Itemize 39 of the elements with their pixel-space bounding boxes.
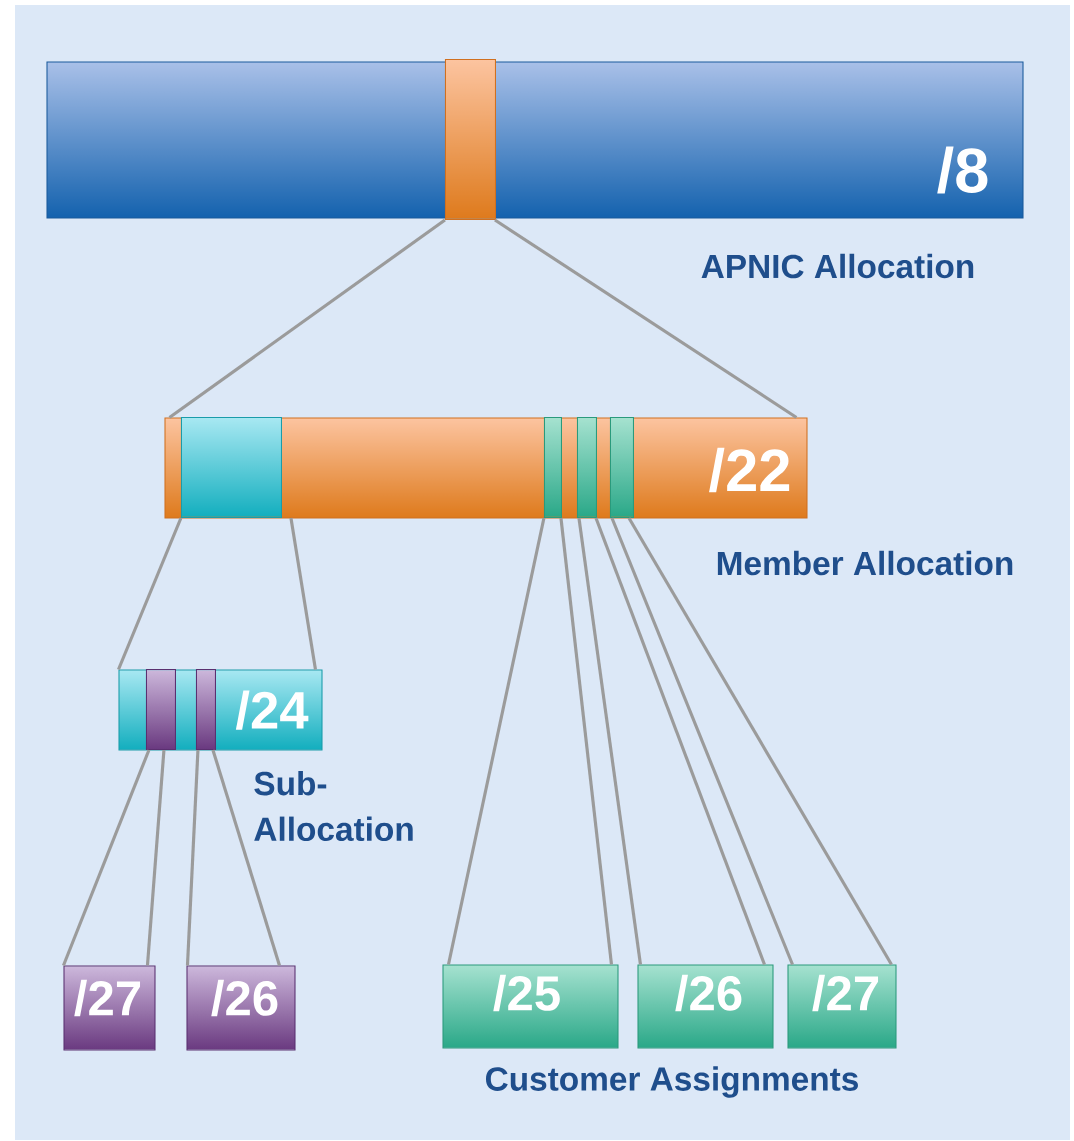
connector-line — [610, 517, 794, 966]
address-bar — [637, 964, 774, 1049]
bar-label: /26 — [211, 979, 278, 1017]
address-bar — [787, 964, 897, 1049]
bar-label: /27 — [74, 979, 141, 1017]
address-segment — [145, 668, 176, 750]
bar-label: /8 — [937, 146, 988, 194]
connector-line — [446, 517, 546, 965]
connector-line — [62, 749, 151, 967]
connector-line — [145, 749, 166, 966]
section-label: APNIC Allocation — [701, 253, 974, 279]
connector-line — [289, 517, 318, 670]
section-label: Member Allocation — [717, 550, 1013, 576]
address-bar — [442, 964, 619, 1049]
connector-line — [577, 517, 643, 965]
address-segment — [576, 416, 597, 518]
connector-line — [185, 749, 200, 966]
address-segment — [444, 58, 496, 220]
bar-label: /22 — [709, 447, 790, 493]
connector-line — [559, 517, 614, 965]
connector-line — [627, 517, 893, 966]
address-segment — [195, 668, 216, 750]
bar-label: /24 — [235, 690, 309, 730]
section-label: Sub-Allocation — [254, 770, 413, 842]
bar-label: /27 — [812, 974, 879, 1012]
address-segment — [180, 416, 282, 518]
section-label: Customer Assignments — [486, 1066, 858, 1098]
address-bar — [46, 61, 1024, 219]
connector-line — [168, 218, 446, 419]
address-segment — [543, 416, 562, 518]
connector-line — [594, 517, 766, 966]
bar-label: /26 — [675, 974, 742, 1012]
connector-line — [117, 517, 183, 671]
address-segment — [609, 416, 634, 518]
address-bar — [63, 965, 156, 1051]
address-bar — [186, 965, 296, 1051]
connector-line — [494, 218, 798, 419]
connector-line — [211, 749, 281, 966]
bar-label: /25 — [493, 974, 560, 1012]
